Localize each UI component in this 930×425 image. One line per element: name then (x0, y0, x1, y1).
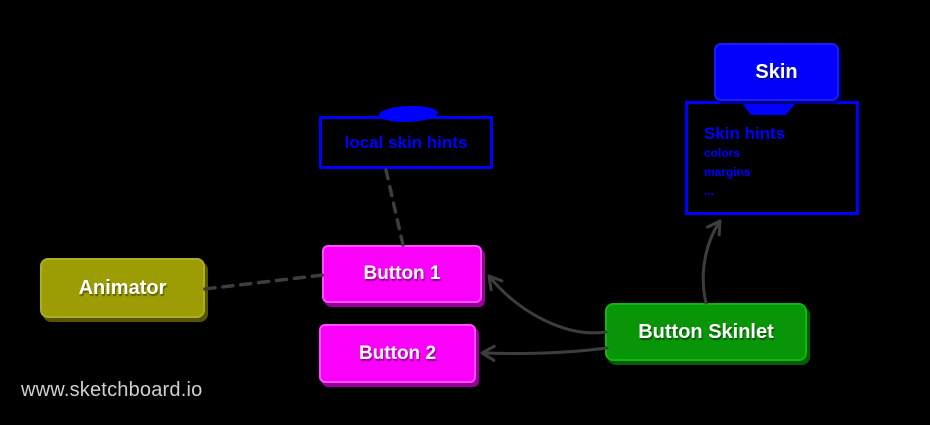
node-button1-label: Button 1 (363, 263, 441, 284)
node-button-skinlet[interactable]: Button Skinlet (605, 303, 807, 361)
node-button-skinlet-label: Button Skinlet (638, 320, 774, 343)
node-button2[interactable]: Button 2 (319, 324, 476, 383)
skin-hints-item: ... (704, 184, 715, 198)
edge-button-skinlet-to-button2[interactable] (480, 344, 609, 362)
node-skin[interactable]: Skin (714, 43, 839, 101)
node-local-skin-hints-label: local skin hints (344, 132, 468, 152)
edge-local-skin-hints-to-button1[interactable] (384, 168, 405, 247)
node-skin-label: Skin (755, 60, 798, 83)
node-button1[interactable]: Button 1 (322, 245, 482, 303)
skin-hints-item: colors (704, 146, 741, 160)
sketchboard-watermark: www.sketchboard.io (21, 379, 203, 401)
edge-button-skinlet-to-button1[interactable] (487, 274, 608, 335)
node-animator[interactable]: Animator (40, 258, 205, 318)
node-local-skin-hints[interactable]: local skin hints (319, 116, 493, 169)
edge-button-skinlet-to-skin-hints[interactable] (701, 219, 722, 305)
node-skin-hints[interactable]: Skin hints colors margins ... (685, 101, 859, 215)
skin-hints-item: margins (704, 165, 751, 179)
skin-hints-title: Skin hints (704, 124, 786, 143)
node-animator-label: Animator (78, 276, 167, 299)
edge-animator-to-button1[interactable] (203, 273, 325, 291)
node-button2-label: Button 2 (358, 342, 437, 364)
